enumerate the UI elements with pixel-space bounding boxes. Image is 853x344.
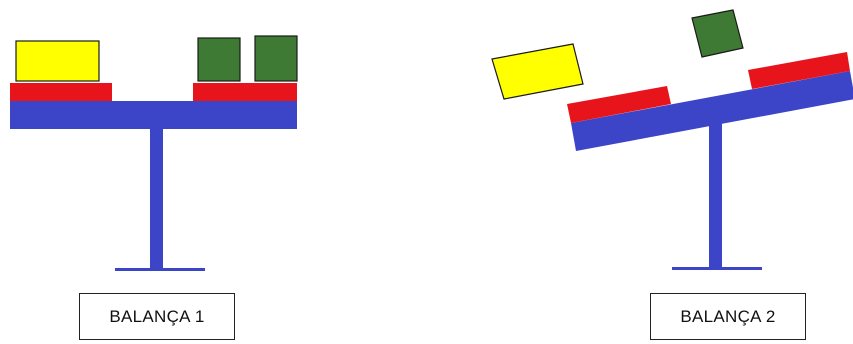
balance-1-yellow-block (16, 41, 99, 81)
balance-1-beam (10, 101, 297, 129)
balance-1-pole (150, 128, 163, 270)
balance-1-green-block-left (198, 38, 240, 81)
balance-2-yellow-block (492, 44, 583, 99)
balance-2-pole (709, 112, 722, 269)
balance-2-green-block (692, 10, 743, 57)
balance-1-label: BALANÇA 1 (79, 293, 235, 340)
balance-2-label: BALANÇA 2 (650, 293, 806, 340)
balance-1-green-block-right (255, 36, 297, 81)
balance-2 (492, 10, 853, 270)
balance-1-right-pad (193, 83, 297, 101)
balance-1 (10, 36, 297, 271)
balance-1-left-pad (10, 83, 112, 101)
